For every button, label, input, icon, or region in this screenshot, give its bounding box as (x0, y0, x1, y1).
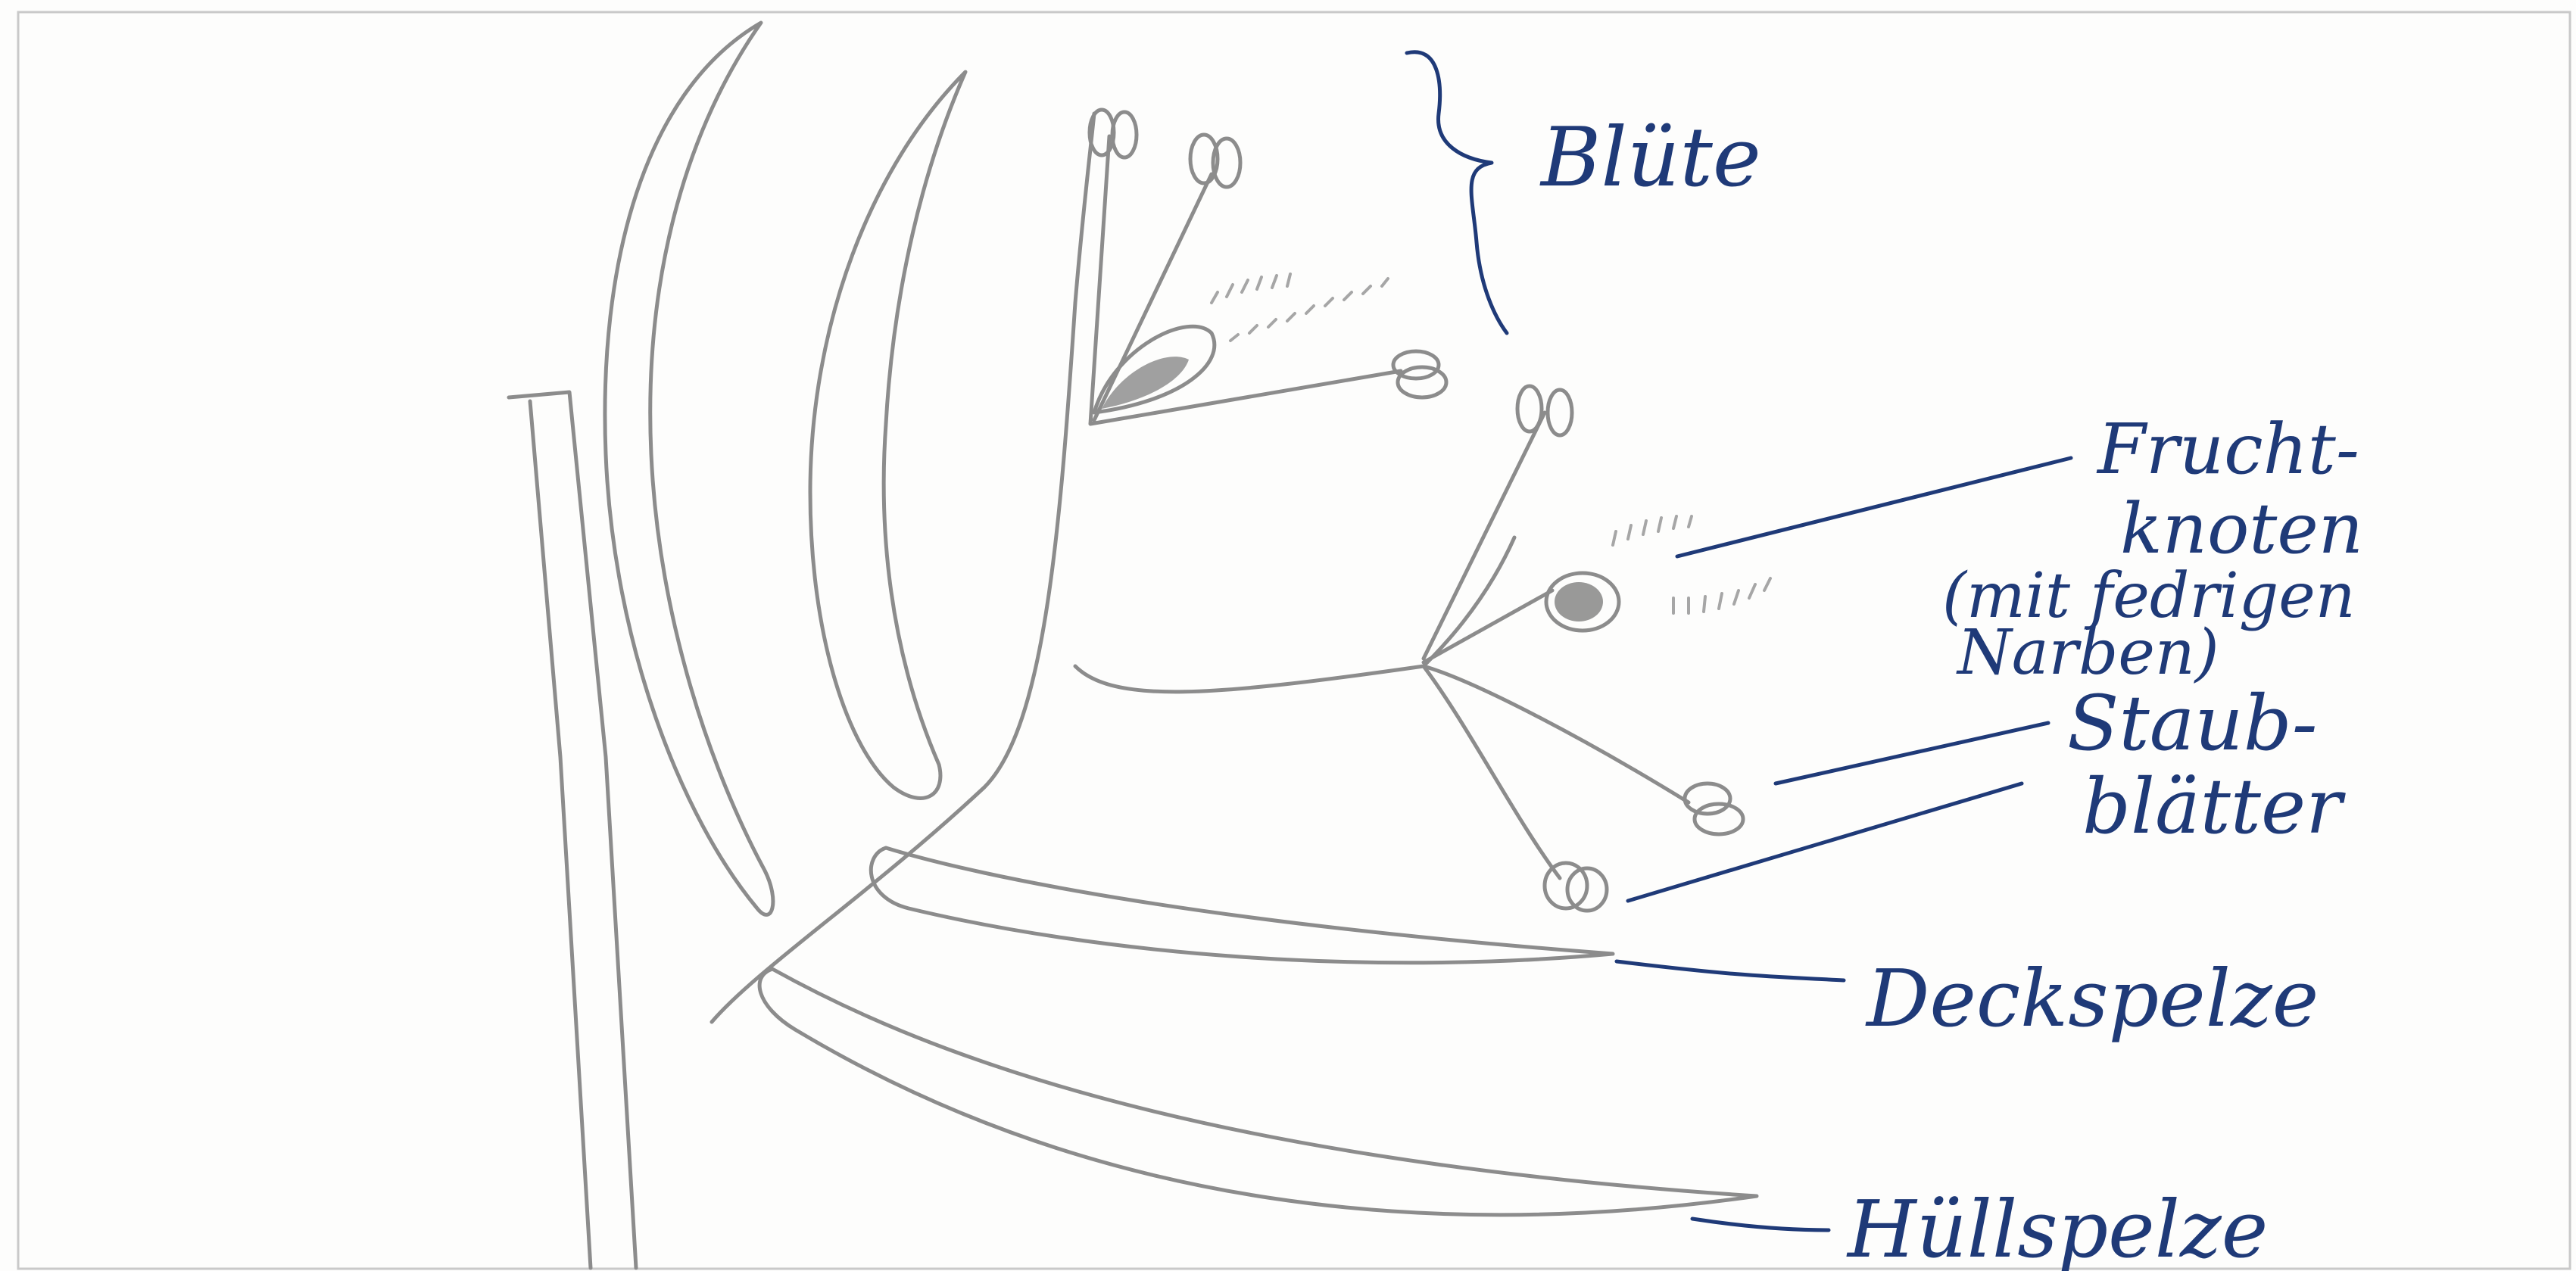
rachilla (712, 114, 1689, 1022)
bluete-brace (1407, 52, 1507, 333)
lower-anthers (1517, 386, 1743, 911)
fruchtknoten-leader (1677, 458, 2071, 556)
glume (759, 969, 1757, 1215)
lower-filaments (1424, 413, 1552, 662)
upper-stigma-feathers (1212, 274, 1388, 341)
annotation-labels: Blüte Frucht- knoten (mit fedrigen Narbe… (1539, 111, 2363, 1271)
label-staubblaetter-line1: Staub- (2067, 679, 2318, 768)
lower-stigma-feathers (1613, 516, 1770, 613)
inner-glume (810, 72, 965, 798)
label-fruchtknoten-line4: Narben) (1956, 617, 2219, 689)
upper-anthers (1090, 110, 1446, 397)
lemma (871, 848, 1613, 963)
deckspelze-leader (1617, 961, 1844, 980)
main-axis (509, 392, 636, 1268)
label-staubblaetter-line2: blätter (2082, 762, 2346, 851)
label-deckspelze: Deckspelze (1865, 952, 2319, 1045)
label-bluete: Blüte (1539, 111, 1761, 205)
label-fruchtknoten-line2: knoten (2120, 488, 2363, 569)
huellspelze-leader (1692, 1219, 1829, 1230)
label-fruchtknoten-line1: Frucht- (2096, 409, 2359, 490)
staubblaetter-leader-1 (1776, 723, 2048, 783)
outer-glume-left (605, 23, 773, 914)
label-huellspelze: Hüllspelze (1846, 1183, 2268, 1271)
spikelet-pencil-sketch (509, 23, 1770, 1268)
